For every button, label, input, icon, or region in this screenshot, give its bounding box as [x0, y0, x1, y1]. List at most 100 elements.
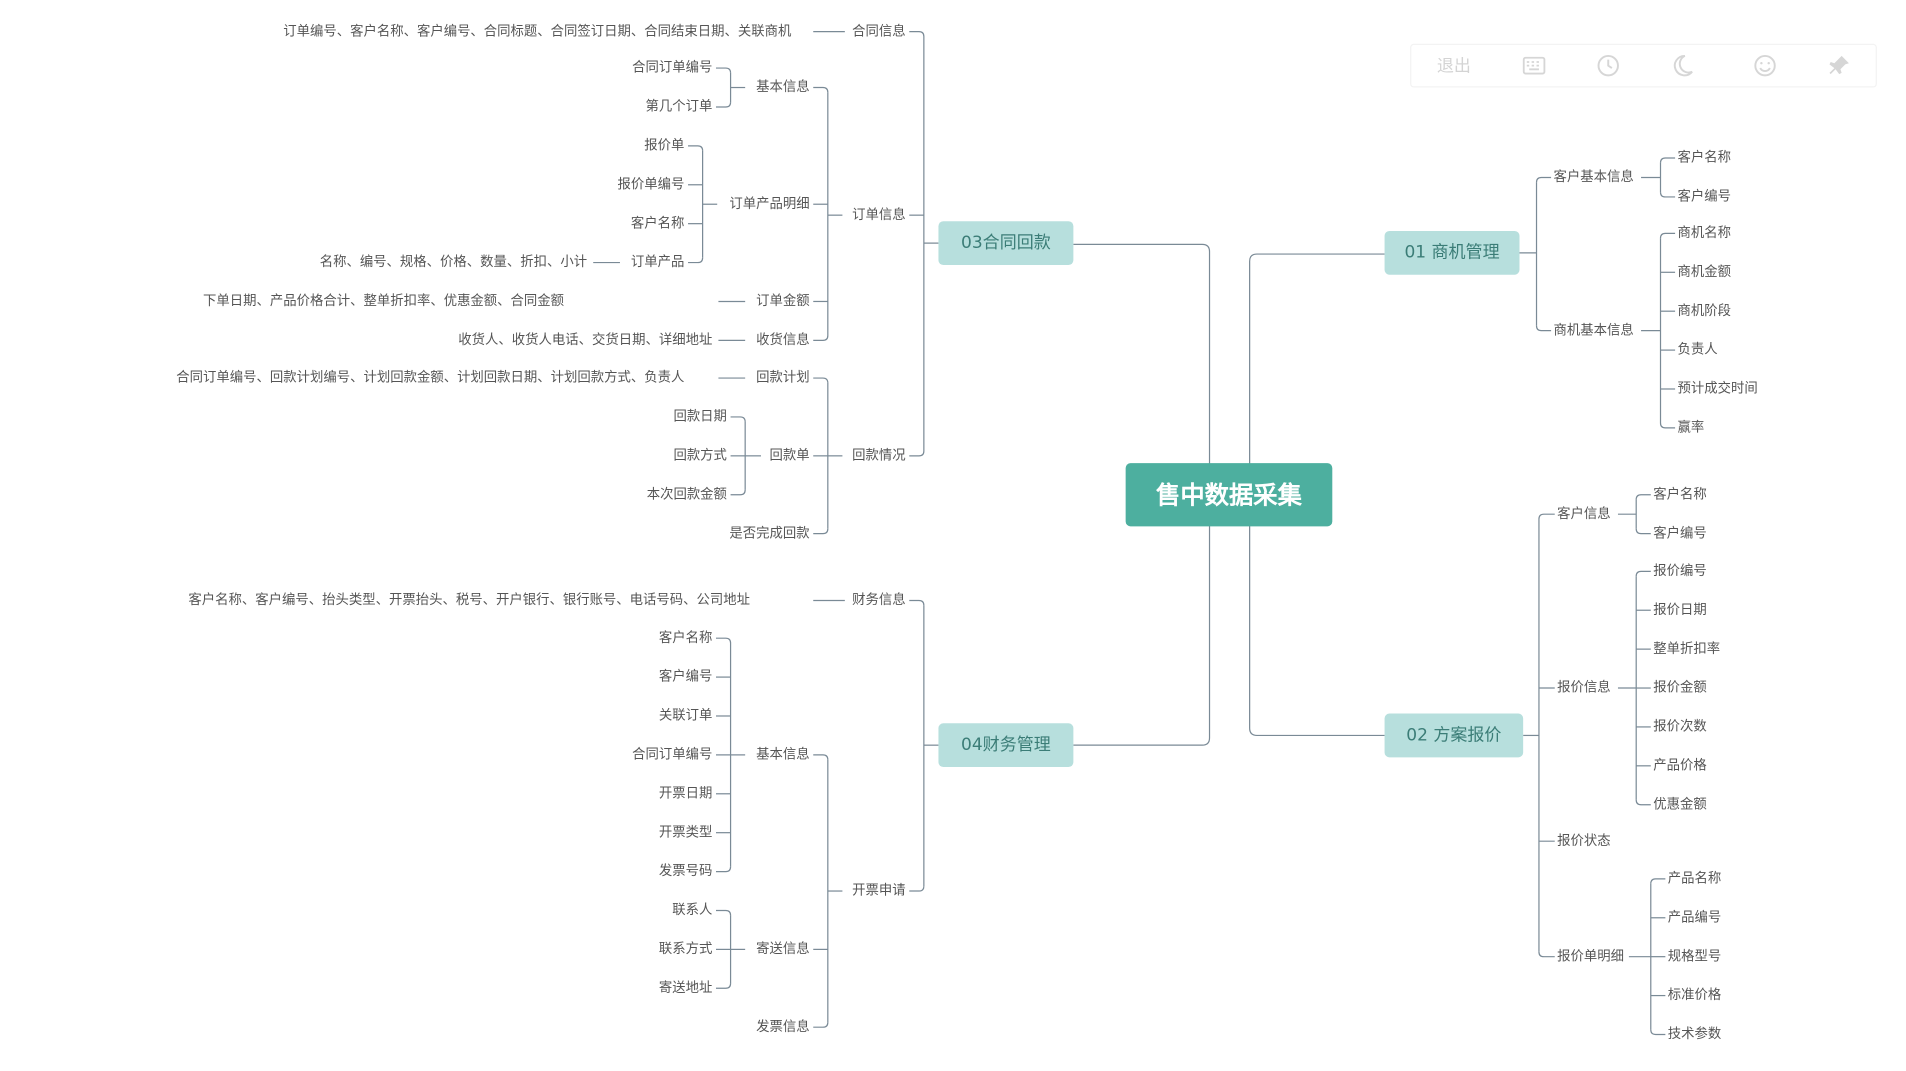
node-basic-info[interactable]: 基本信息 — [756, 746, 810, 763]
node-customer-id[interactable]: 客户编号 — [1677, 188, 1732, 205]
node-opportunity-basic-info[interactable]: 商机基本信息 — [1553, 322, 1634, 338]
pin-icon — [1829, 55, 1849, 75]
node-quotation-id[interactable]: 报价单编号 — [617, 176, 685, 193]
connector-line — [715, 866, 732, 873]
node-finance-info-detail[interactable]: 客户名称、客户编号、抬头类型、开票抬头、税号、开户银行、银行账号、电话号码、公司… — [188, 591, 751, 608]
connector-line — [1650, 878, 1666, 884]
connector-line — [813, 528, 829, 535]
node-receiving-info-detail[interactable]: 收货人、收货人电话、交货日期、详细地址 — [458, 331, 713, 348]
node-contract-info[interactable]: 合同信息 — [852, 23, 906, 39]
node-order-product-detail[interactable]: 订单产品明细 — [729, 195, 810, 212]
node-opportunity-name[interactable]: 商机名称 — [1677, 224, 1732, 241]
connector-line — [1538, 951, 1555, 958]
node-product-id[interactable]: 产品编号 — [1667, 909, 1722, 926]
node-payment-date[interactable]: 回款日期 — [673, 408, 727, 425]
node-contact-person[interactable]: 联系人 — [672, 901, 713, 918]
node-opportunity-stage[interactable]: 商机阶段 — [1677, 302, 1732, 319]
node-quote-count[interactable]: 报价次数 — [1653, 718, 1707, 735]
node-win-rate[interactable]: 赢率 — [1677, 419, 1705, 436]
keyboard-button[interactable] — [1504, 45, 1565, 86]
node-owner[interactable]: 负责人 — [1677, 341, 1718, 358]
node-payment-plan[interactable]: 回款计划 — [756, 369, 810, 386]
connector-line — [813, 1022, 829, 1028]
node-customer-info[interactable]: 客户信息 — [1557, 505, 1611, 522]
branch-02-quotation[interactable]: 02 方案报价 — [1384, 713, 1524, 758]
node-payment-status[interactable]: 回款情况 — [852, 447, 906, 464]
node-discount-amount[interactable]: 优惠金额 — [1653, 796, 1707, 813]
node-quote-date[interactable]: 报价日期 — [1653, 601, 1707, 618]
node-invoice-number[interactable]: 发票号码 — [658, 863, 713, 879]
history-button[interactable] — [1578, 45, 1639, 86]
connector-line — [715, 983, 732, 989]
connector-line — [1650, 1029, 1666, 1036]
node-contract-info-detail[interactable]: 订单编号、客户名称、客户编号、合同标题、合同签订日期、合同结束日期、关联商机 — [283, 23, 792, 39]
toolbar: 退出 — [1410, 43, 1877, 88]
node-mailing-address[interactable]: 寄送地址 — [658, 979, 713, 996]
node-payment-receipt[interactable]: 回款单 — [769, 447, 810, 464]
node-quote-id[interactable]: 报价编号 — [1653, 562, 1707, 579]
node-order-amount-detail[interactable]: 下单日期、产品价格合计、整单折扣率、优惠金额、合同金额 — [203, 292, 565, 309]
branch-03-contract-payment[interactable]: 03合同回款 — [938, 221, 1074, 266]
exit-button[interactable]: 退出 — [1423, 45, 1484, 86]
node-contract-order-id[interactable]: 合同订单编号 — [632, 59, 713, 76]
node-customer-basic-info[interactable]: 客户基本信息 — [1553, 168, 1634, 185]
node-basic-info[interactable]: 基本信息 — [756, 79, 810, 95]
node-order-info[interactable]: 订单信息 — [852, 206, 906, 223]
root-node[interactable]: 售中数据采集 — [1125, 463, 1333, 527]
node-expected-close-time[interactable]: 预计成交时间 — [1677, 380, 1758, 397]
node-invoice-request[interactable]: 开票申请 — [852, 882, 906, 899]
emoji-button[interactable] — [1735, 45, 1796, 86]
node-customer-name[interactable]: 客户名称 — [1677, 149, 1732, 166]
node-linked-order[interactable]: 关联订单 — [658, 707, 713, 724]
connector-line — [1659, 422, 1676, 429]
node-payment-amount[interactable]: 本次回款金额 — [646, 486, 727, 503]
pin-button[interactable] — [1809, 45, 1870, 86]
node-invoice-info[interactable]: 发票信息 — [756, 1018, 810, 1035]
node-contact-method[interactable]: 联系方式 — [658, 940, 713, 957]
node-product-name[interactable]: 产品名称 — [1667, 870, 1722, 887]
node-quotation[interactable]: 报价单 — [644, 137, 685, 154]
node-order-product-fields[interactable]: 名称、编号、规格、价格、数量、折扣、小计 — [319, 254, 588, 270]
node-standard-price[interactable]: 标准价格 — [1667, 987, 1722, 1003]
node-order-discount-rate[interactable]: 整单折扣率 — [1653, 640, 1721, 657]
node-spec-model[interactable]: 规格型号 — [1667, 948, 1722, 964]
connector-line — [730, 489, 746, 496]
node-order-sequence[interactable]: 第几个订单 — [645, 98, 713, 115]
node-customer-name[interactable]: 客户名称 — [658, 629, 713, 646]
node-quote-info[interactable]: 报价信息 — [1557, 679, 1611, 696]
node-invoice-date[interactable]: 开票日期 — [658, 785, 713, 802]
node-payment-method[interactable]: 回款方式 — [673, 447, 727, 464]
node-opportunity-amount[interactable]: 商机金额 — [1677, 263, 1732, 280]
node-product-price[interactable]: 产品价格 — [1653, 757, 1707, 774]
node-order-product[interactable]: 订单产品 — [630, 254, 685, 270]
node-payment-completed[interactable]: 是否完成回款 — [729, 525, 810, 541]
connector-line — [1635, 494, 1651, 500]
branch-04-finance[interactable]: 04财务管理 — [938, 723, 1074, 768]
node-payment-plan-detail[interactable]: 合同订单编号、回款计划编号、计划回款金额、计划回款日期、计划回款方式、负责人 — [176, 369, 685, 386]
connector-line — [813, 377, 829, 383]
node-customer-name[interactable]: 客户名称 — [1653, 486, 1707, 503]
theme-button[interactable] — [1652, 45, 1713, 86]
node-customer-id[interactable]: 客户编号 — [1653, 525, 1707, 541]
connector-line — [1535, 176, 1552, 183]
clock-icon — [1597, 54, 1619, 77]
node-receiving-info[interactable]: 收货信息 — [756, 331, 810, 348]
node-mailing-info[interactable]: 寄送信息 — [756, 940, 810, 957]
branch-01-opportunity[interactable]: 01 商机管理 — [1384, 230, 1520, 275]
connector-line — [909, 450, 925, 457]
node-tech-params[interactable]: 技术参数 — [1667, 1025, 1722, 1042]
node-quote-amount[interactable]: 报价金额 — [1653, 679, 1707, 696]
node-finance-info[interactable]: 财务信息 — [852, 591, 906, 608]
node-customer-name[interactable]: 客户名称 — [630, 215, 685, 231]
connector-line — [909, 886, 925, 892]
connector-line — [715, 67, 732, 73]
node-quote-detail[interactable]: 报价单明细 — [1557, 948, 1625, 964]
node-quote-status[interactable]: 报价状态 — [1557, 832, 1611, 849]
node-order-amount[interactable]: 订单金额 — [756, 292, 810, 309]
node-customer-id[interactable]: 客户编号 — [658, 668, 713, 685]
node-invoice-type[interactable]: 开票类型 — [658, 824, 713, 840]
node-contract-order-id[interactable]: 合同订单编号 — [632, 746, 713, 763]
connector-line — [1538, 513, 1555, 520]
